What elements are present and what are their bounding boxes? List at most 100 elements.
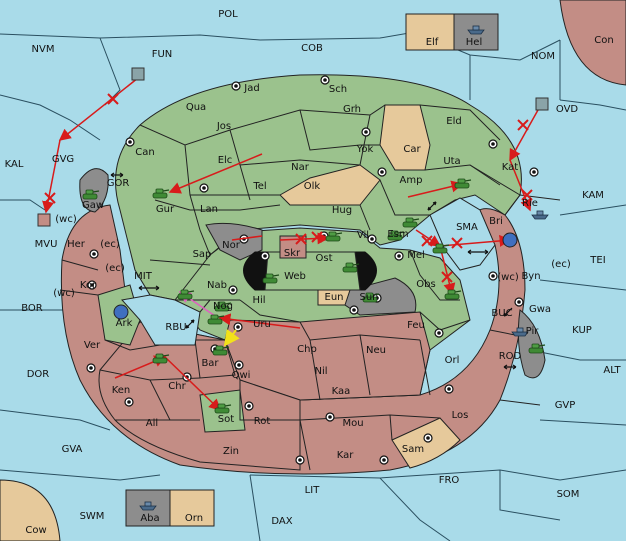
region-label-pir: Pir — [526, 326, 540, 337]
region-label-kor: Kor — [80, 280, 97, 291]
double-arrow — [503, 364, 517, 370]
x-mark — [295, 233, 307, 245]
region-label-feu: Feu — [407, 320, 425, 331]
failed-orders — [44, 93, 533, 283]
region-sam[interactable] — [391, 417, 461, 469]
region-label-ver: Ver — [84, 340, 101, 351]
region-label-bar: Bar — [201, 358, 219, 369]
region-label-alt: ALT — [603, 365, 621, 376]
region-label-mvu: MVU — [35, 239, 58, 250]
region-label-sot: Sot — [218, 414, 234, 425]
x-mark — [421, 235, 433, 247]
region-label-swm: SWM — [80, 511, 105, 522]
x-mark — [451, 237, 463, 249]
region-label-nom: NOM — [531, 51, 555, 62]
region-label-mit: MIT — [134, 271, 153, 282]
region-label-bor: BOR — [21, 303, 43, 314]
region-label-neu: Neu — [366, 345, 386, 356]
region-label-sun: Sun — [359, 292, 378, 303]
ship-icon — [37, 213, 51, 227]
region-label-gaw: Gaw — [82, 200, 104, 211]
region-label-qwi: Qwi — [232, 370, 251, 381]
double-arrow — [427, 201, 437, 211]
region-label-ec1: (ec) — [100, 239, 120, 250]
region-label-dax: DAX — [271, 516, 292, 527]
region-label-ark: Ark — [116, 318, 133, 329]
region-label-rbu: RBU — [165, 322, 186, 333]
region-pir[interactable] — [517, 309, 546, 379]
region-label-wc3: (wc) — [497, 272, 519, 283]
region-label-eld: Eld — [446, 116, 461, 127]
region-label-sch: Sch — [329, 84, 347, 95]
region-label-kar: Kar — [337, 450, 355, 461]
region-label-wc1: (wc) — [55, 214, 77, 225]
region-label-olk: Olk — [304, 181, 321, 192]
region-label-sap: Sap — [193, 249, 212, 260]
region-label-web: Web — [284, 271, 306, 282]
region-label-gor: GOR — [107, 178, 130, 189]
region-label-amp: Amp — [400, 175, 423, 186]
region-label-elf: Elf — [426, 37, 439, 48]
double-arrow — [138, 285, 160, 291]
region-label-kup: KUP — [572, 325, 592, 336]
x-mark — [521, 189, 533, 201]
region-label-kam: KAM — [582, 190, 604, 201]
region-label-kal: KAL — [5, 159, 24, 170]
region-label-eun: Eun — [325, 292, 344, 303]
region-label-som: SOM — [557, 489, 580, 500]
region-label-rod: ROD — [499, 351, 522, 362]
region-bar[interactable] — [194, 339, 236, 379]
region-label-her: Her — [67, 239, 86, 250]
region-label-skr: Skr — [284, 248, 301, 259]
region-label-hel: Hel — [466, 37, 482, 48]
region-label-yok: Yok — [356, 144, 374, 155]
region-label-can: Can — [135, 147, 154, 158]
region-label-grh: Grh — [343, 104, 361, 115]
region-label-elc: Elc — [218, 155, 233, 166]
region-label-cow: Cow — [25, 525, 46, 536]
region-label-chp: Chp — [297, 344, 317, 355]
region-label-nil: Nil — [314, 366, 327, 377]
region-label-ec3: (ec) — [551, 259, 571, 270]
fleets — [37, 25, 549, 511]
region-label-nog: Nog — [213, 301, 233, 312]
region-label-obs: Obs — [416, 279, 435, 290]
x-mark — [441, 271, 453, 283]
region-label-tel: Tel — [252, 181, 266, 192]
region-label-rie: Rie — [522, 198, 538, 209]
ship-icon — [502, 232, 518, 248]
region-label-gur: Gur — [156, 204, 175, 215]
region-orn[interactable] — [169, 489, 215, 527]
double-arrow — [185, 319, 195, 329]
region-label-dor: DOR — [27, 369, 50, 380]
region-label-hil: Hil — [252, 295, 265, 306]
region-label-zin: Zin — [223, 446, 239, 457]
region-label-nor: Nor — [222, 240, 241, 251]
region-label-con: Con — [594, 35, 613, 46]
region-label-ost: Ost — [315, 253, 332, 264]
region-label-rot: Rot — [254, 416, 271, 427]
x-mark — [311, 231, 323, 243]
region-gaw[interactable] — [79, 168, 109, 213]
region-label-ec2: (ec) — [105, 263, 125, 274]
region-label-kaa: Kaa — [332, 386, 351, 397]
region-label-orl: Orl — [445, 355, 460, 366]
region-label-hug: Hug — [332, 205, 352, 216]
region-label-gvp: GVP — [555, 400, 576, 411]
region-label-mel: Mel — [407, 250, 425, 261]
region-label-kat: Kat — [502, 162, 519, 173]
region-nor-gray[interactable] — [205, 222, 263, 261]
region-label-pol: POL — [218, 9, 238, 20]
region-label-lan: Lan — [200, 204, 218, 215]
region-label-jad: Jad — [243, 83, 259, 94]
region-label-gwa: Gwa — [529, 304, 551, 315]
region-label-cob: COB — [301, 43, 323, 54]
region-label-orn: Orn — [185, 513, 203, 524]
region-label-tei: TEI — [589, 255, 605, 266]
region-label-esm: Esm — [387, 229, 408, 240]
region-label-ail: Ail — [146, 418, 158, 429]
region-label-uru: Uru — [253, 319, 271, 330]
region-label-nvm: NVM — [32, 44, 55, 55]
double-arrow — [467, 249, 489, 255]
